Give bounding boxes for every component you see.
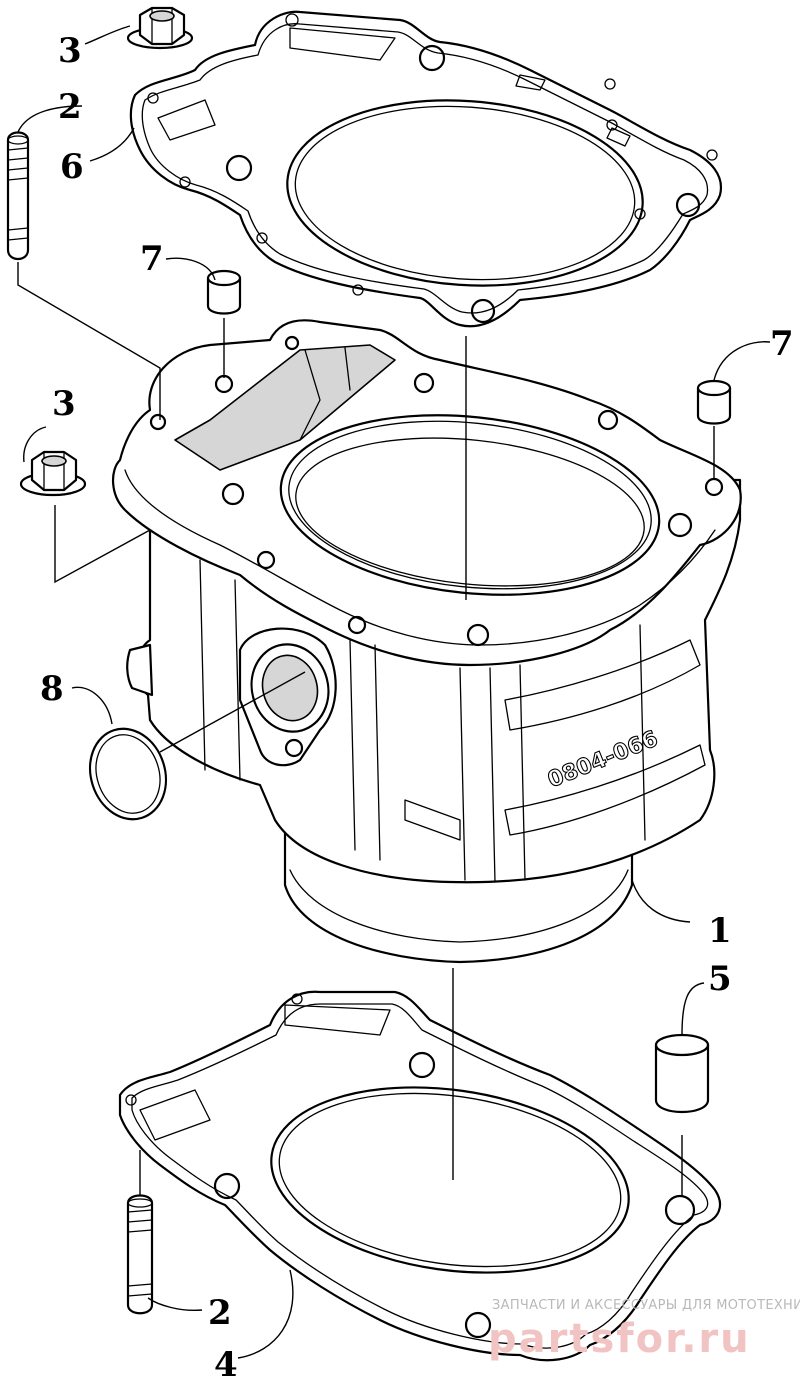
flange-nut-middle (19, 450, 87, 497)
watermark: ЗАПЧАСТИ И АКСЕССУАРЫ ДЛЯ МОТОТЕХНИКИ pa… (488, 1298, 800, 1362)
watermark-brand: partsfor.ru (488, 1316, 751, 1362)
callout-7-right: 7 (770, 324, 794, 364)
callout-3-top: 3 (58, 31, 82, 71)
o-ring (88, 727, 168, 821)
callout-8: 8 (40, 669, 64, 709)
cylinder-block: 0804-066 (112, 319, 742, 964)
leader-lines (17, 25, 771, 1359)
stud-top (6, 131, 30, 261)
callout-6: 6 (60, 147, 84, 187)
callout-2-top: 2 (58, 87, 82, 127)
flange-nut-top (126, 6, 194, 50)
callout-7-left: 7 (140, 239, 164, 279)
callout-labels: 3 2 6 7 7 3 8 1 5 2 4 (40, 31, 794, 1385)
watermark-caption: ЗАПЧАСТИ И АКСЕССУАРЫ ДЛЯ МОТОТЕХНИКИ (492, 1298, 800, 1313)
stud-bottom (126, 1194, 154, 1315)
callout-4: 4 (214, 1345, 238, 1385)
base-gasket (118, 990, 722, 1362)
callout-5: 5 (708, 959, 732, 999)
callout-2-bottom: 2 (208, 1293, 232, 1333)
callout-1: 1 (708, 911, 732, 951)
dowel-pin-left (206, 269, 242, 315)
callout-3-middle: 3 (52, 384, 76, 424)
head-gasket (129, 10, 723, 328)
dowel-pin-right (696, 379, 732, 425)
dowel-bush (654, 1033, 710, 1114)
